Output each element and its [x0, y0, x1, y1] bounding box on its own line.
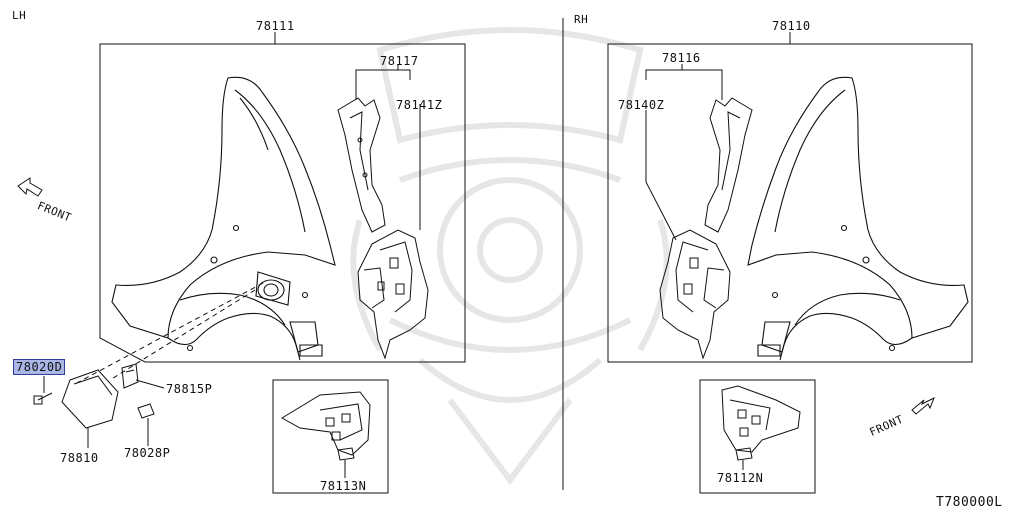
- part-label-78810[interactable]: 78810: [60, 451, 99, 465]
- part-label-78111[interactable]: 78111: [256, 19, 295, 33]
- bumper-78028P-drawing: [137, 403, 155, 446]
- diagram-code: T780000L: [936, 495, 1003, 510]
- hinge-78815P-drawing: [121, 363, 165, 389]
- lh-quarter-panel-drawing: [111, 76, 336, 361]
- part-label-78141Z[interactable]: 78141Z: [396, 98, 443, 112]
- rh-quarter-panel-drawing: [747, 76, 969, 361]
- rh-front-arrow-icon: [911, 396, 935, 415]
- fuel-door-78810-drawing: [61, 369, 119, 429]
- part-label-78815P[interactable]: 78815P: [166, 382, 213, 396]
- lh-front-arrow-icon: [17, 177, 43, 197]
- lh-panel-box: [99, 43, 466, 363]
- rh-inner-78140Z-drawing: [659, 229, 731, 360]
- lh-inset-box: [272, 379, 389, 494]
- part-label-78117[interactable]: 78117: [380, 54, 419, 68]
- watermark-emblem: [350, 27, 670, 485]
- part-label-78140Z[interactable]: 78140Z: [618, 98, 665, 112]
- lh-inner-78141Z-drawing: [357, 229, 429, 360]
- part-label-78113N[interactable]: 78113N: [320, 479, 367, 493]
- part-label-78116[interactable]: 78116: [662, 51, 701, 65]
- rh-pillar-78116-drawing: [704, 97, 753, 233]
- side-label-lh: LH: [12, 9, 27, 22]
- lh-bracket-78113N-drawing: [281, 391, 371, 461]
- part-label-78110[interactable]: 78110: [772, 19, 811, 33]
- screw-78020D-drawing: [33, 392, 53, 405]
- side-label-rh: RH: [574, 13, 589, 26]
- lh-pillar-78117-drawing: [337, 97, 386, 233]
- part-label-78028P[interactable]: 78028P: [124, 446, 171, 460]
- rh-inset-box: [699, 379, 816, 494]
- rh-bracket-78112N-drawing: [721, 385, 801, 461]
- part-label-78020D[interactable]: 78020D: [13, 359, 66, 375]
- rh-panel-box: [607, 43, 973, 363]
- part-label-78112N[interactable]: 78112N: [717, 471, 764, 485]
